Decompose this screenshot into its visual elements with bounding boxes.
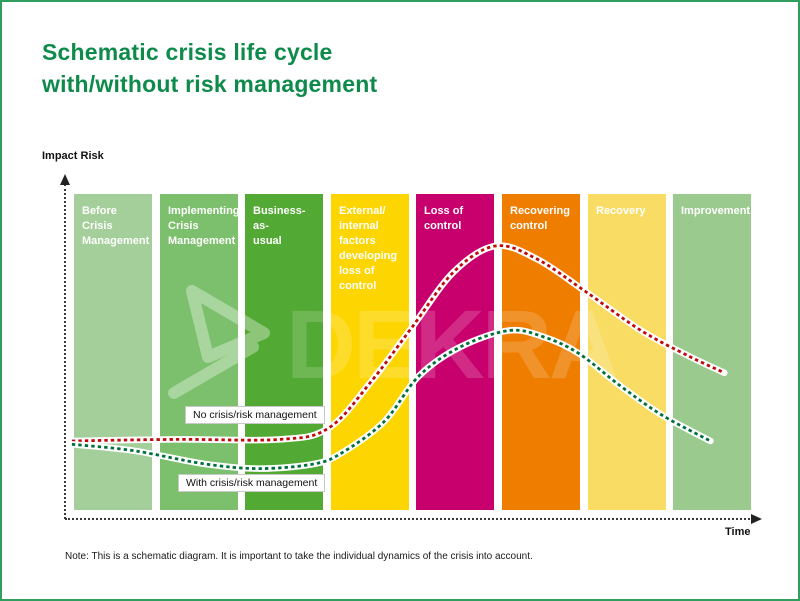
page-title-line2: with/without risk management <box>42 71 378 97</box>
phase-band: Improvement <box>673 194 751 510</box>
y-axis-line <box>64 184 66 519</box>
y-axis-arrow-icon <box>60 174 70 185</box>
x-axis-line <box>65 518 753 520</box>
x-axis-label: Time <box>725 526 751 538</box>
page-title-line1: Schematic crisis life cycle <box>42 39 333 65</box>
with-crisis-curve-label: With crisis/risk management <box>178 474 326 492</box>
phase-band-label: Implementing Crisis Management <box>168 205 240 247</box>
no-crisis-curve-label: No crisis/risk management <box>185 406 325 424</box>
phase-band-label: Recovering control <box>510 205 570 232</box>
phase-band-label: Recovery <box>596 205 646 217</box>
phase-band-label: Before Crisis Management <box>82 205 150 247</box>
phase-band-label: Business-as- usual <box>253 205 306 247</box>
x-axis-arrow-icon <box>751 514 762 524</box>
phase-band-label: External/ internal factors developing lo… <box>339 205 398 292</box>
page-title: Schematic crisis life cycle with/without… <box>42 36 377 100</box>
phase-band-label: Improvement <box>681 205 751 217</box>
footnote: Note: This is a schematic diagram. It is… <box>65 551 533 562</box>
phase-band-label: Loss of control <box>424 205 464 232</box>
y-axis-label: Impact Risk <box>42 150 104 162</box>
dekra-watermark-text: DEKRA <box>286 290 619 399</box>
dekra-arrow-icon <box>168 285 270 399</box>
phase-band: Before Crisis Management <box>74 194 152 510</box>
